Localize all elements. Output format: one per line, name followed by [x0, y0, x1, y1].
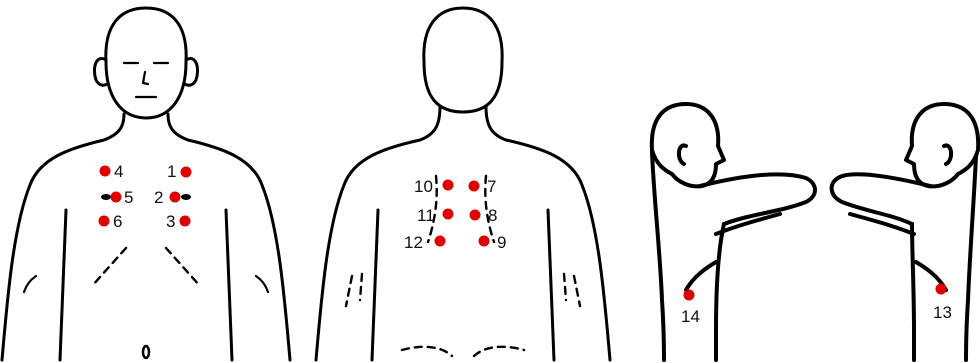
point-14	[684, 290, 695, 301]
point-10	[443, 180, 454, 191]
point-11	[443, 209, 454, 220]
label-11: 11	[417, 206, 435, 225]
label-9: 9	[497, 233, 506, 252]
label-8: 8	[488, 206, 497, 225]
label-6: 6	[113, 212, 122, 231]
label-1: 1	[167, 162, 176, 181]
point-2	[170, 192, 181, 203]
point-6	[99, 216, 110, 227]
point-13	[936, 284, 947, 295]
label-7: 7	[487, 177, 496, 196]
point-8	[470, 210, 481, 221]
point-3	[180, 216, 191, 227]
label-13: 13	[933, 303, 952, 322]
anterior-figure: 4 5 6 1 2 3	[2, 8, 290, 360]
label-5: 5	[124, 188, 133, 207]
point-12	[435, 236, 446, 247]
posterior-figure: 10 11 12 7 8 9	[316, 8, 610, 360]
label-2: 2	[154, 188, 163, 207]
point-5	[111, 192, 122, 203]
label-14: 14	[681, 307, 700, 326]
label-3: 3	[166, 212, 175, 231]
label-10: 10	[414, 177, 433, 196]
point-1	[181, 167, 192, 178]
point-7	[469, 181, 480, 192]
point-4	[100, 166, 111, 177]
point-9	[479, 236, 490, 247]
lateral-right-figure: 14	[652, 104, 815, 360]
label-4: 4	[114, 162, 123, 181]
lateral-left-figure: 13	[832, 104, 979, 360]
label-12: 12	[404, 233, 423, 252]
